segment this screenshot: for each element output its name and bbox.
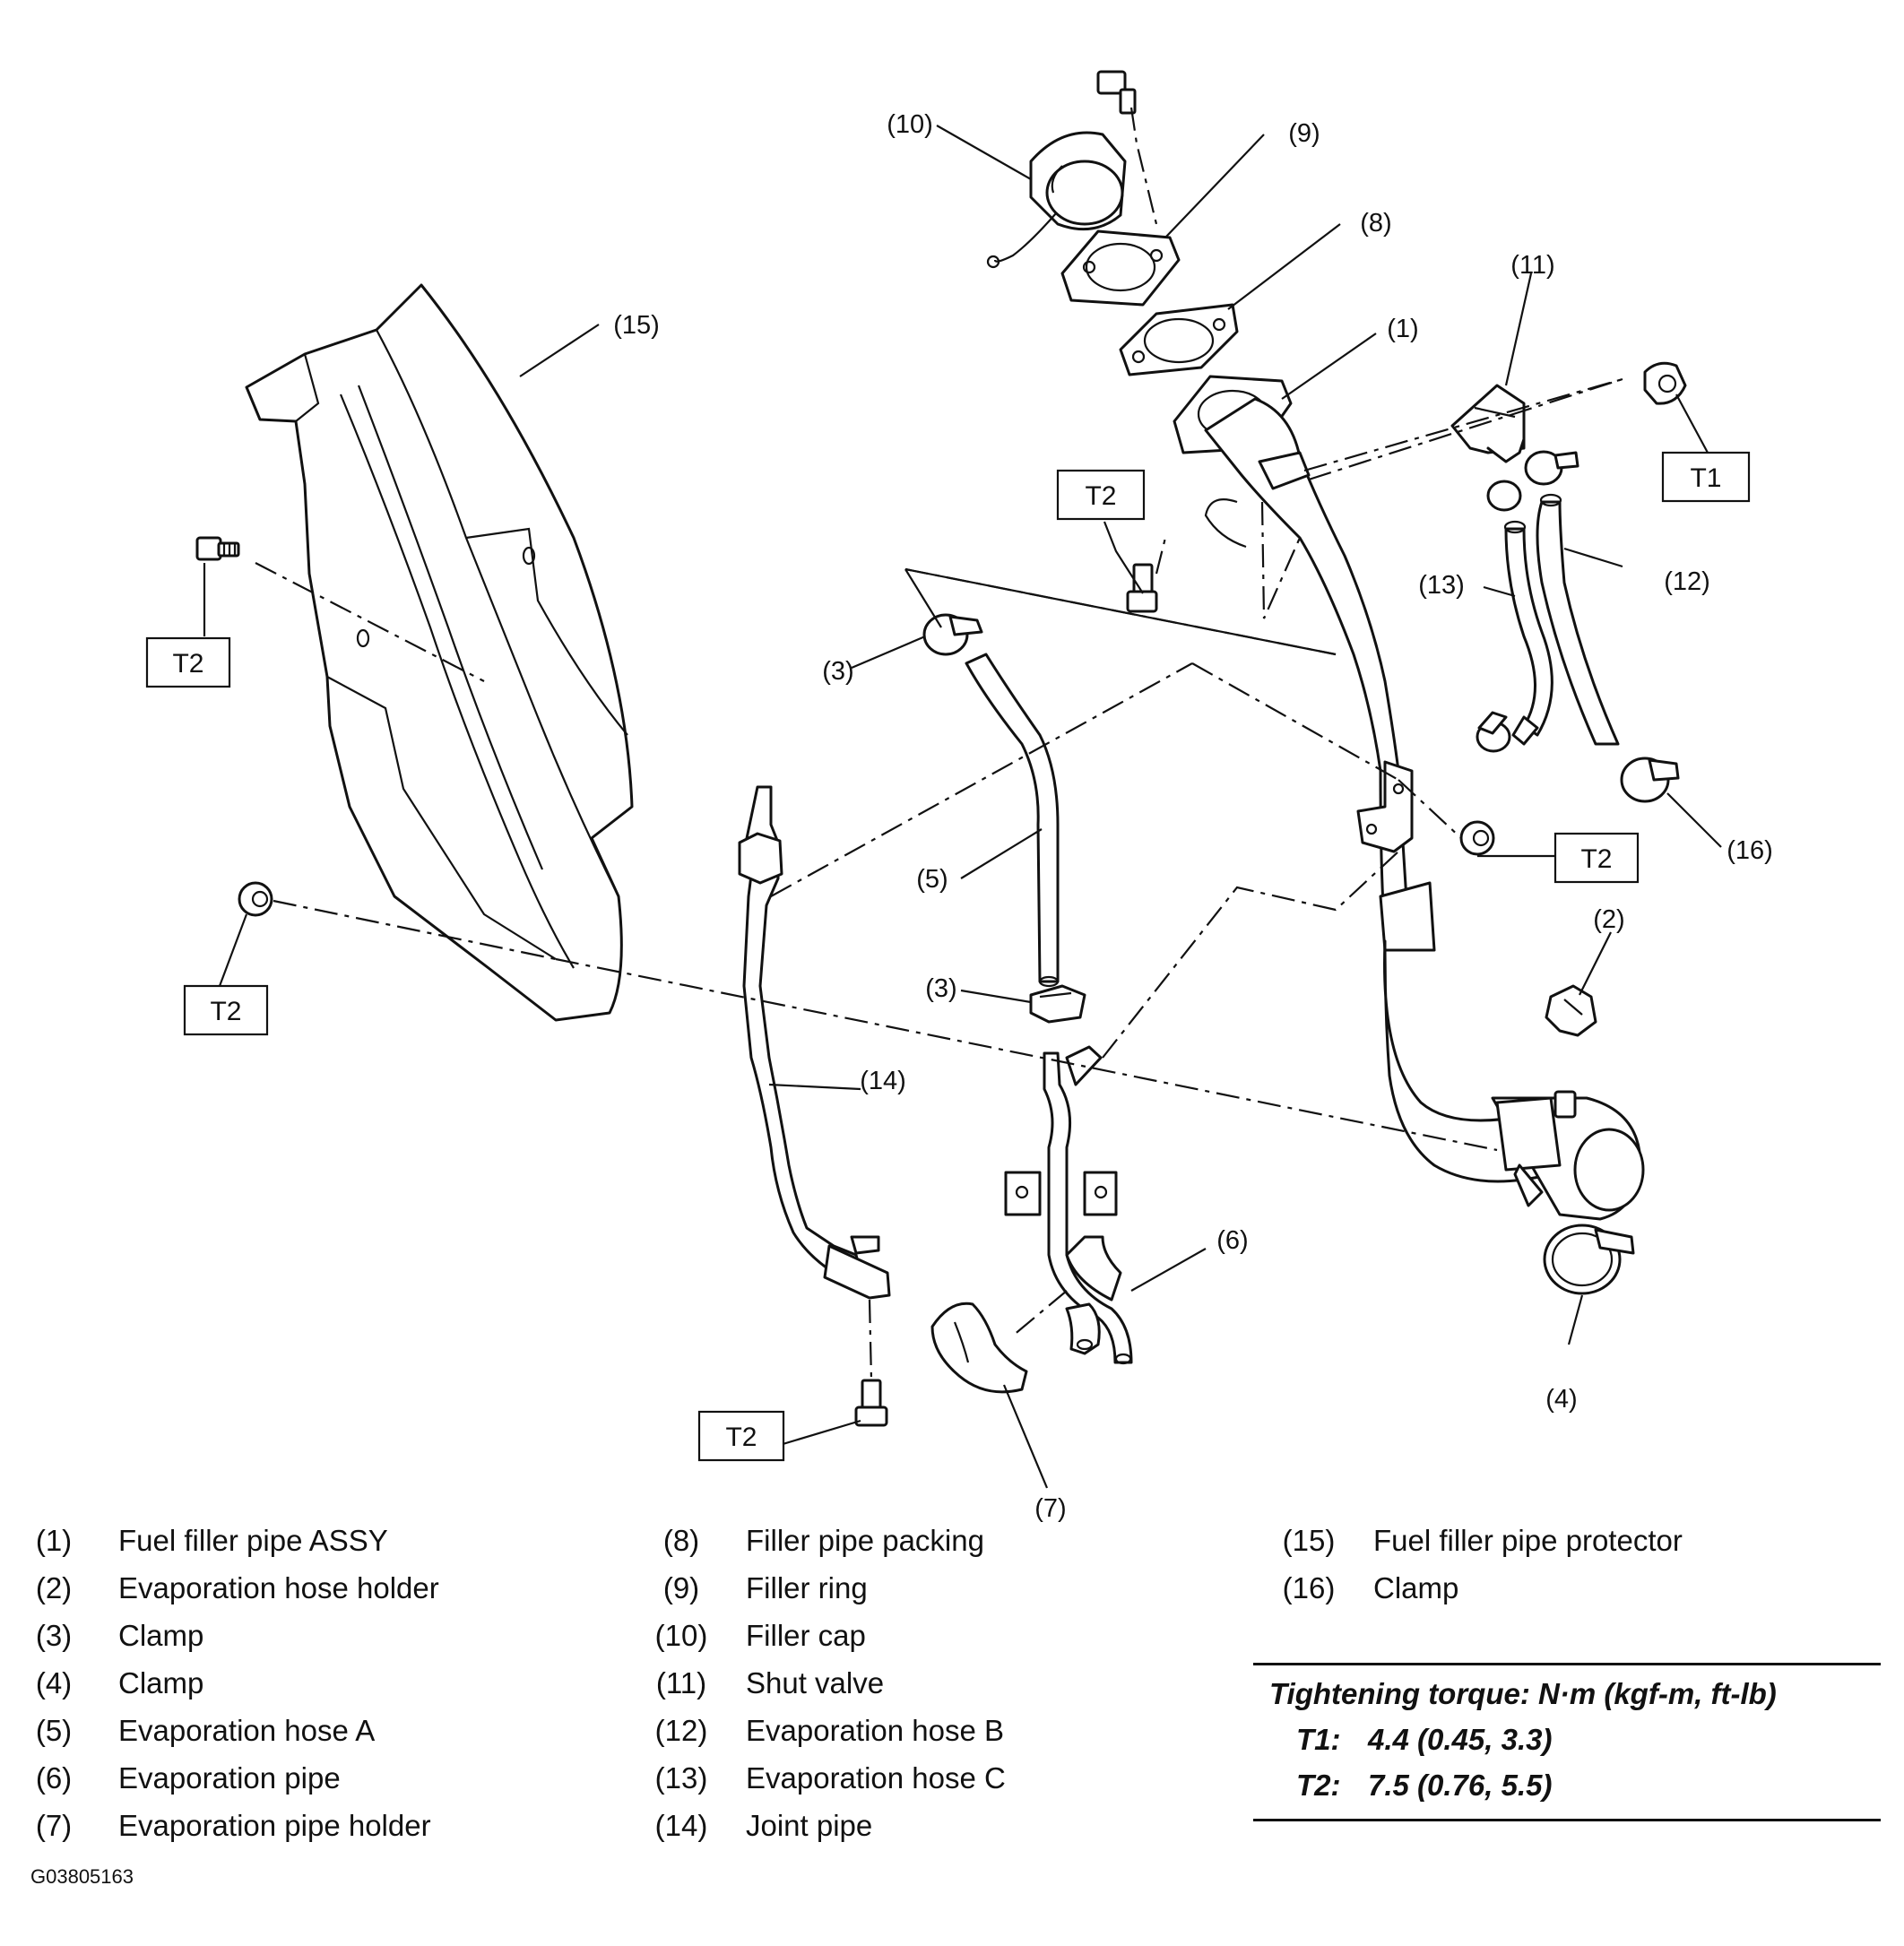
callout-12: (12) bbox=[1664, 567, 1710, 596]
callout-9: (9) bbox=[1288, 119, 1320, 148]
torque-label-t2-left-nut: T2 bbox=[210, 997, 241, 1026]
legend-label: Fuel filler pipe protector bbox=[1373, 1524, 1683, 1557]
assembly-lines bbox=[255, 107, 1623, 1381]
torque-key: T1: bbox=[1296, 1723, 1341, 1756]
legend-number: (8) bbox=[662, 1524, 700, 1557]
legend-number: (15) bbox=[1282, 1524, 1336, 1557]
fuel-filler-pipe-protector bbox=[245, 283, 634, 1022]
legend-label: Clamp bbox=[118, 1619, 204, 1652]
callout-7: (7) bbox=[1034, 1494, 1066, 1523]
callout-13: (13) bbox=[1418, 571, 1465, 600]
top-bolt bbox=[1096, 70, 1137, 115]
t1-nut bbox=[1643, 361, 1687, 405]
legend-label: Evaporation hose B bbox=[746, 1714, 1005, 1747]
clamp-3-top bbox=[922, 613, 983, 656]
left-nut bbox=[238, 881, 273, 917]
legend-number: (2) bbox=[35, 1571, 73, 1604]
torque-label-t1: T1 bbox=[1690, 463, 1721, 493]
legend-number: (11) bbox=[655, 1666, 707, 1700]
callout-10: (10) bbox=[887, 110, 933, 139]
torque-box-t2-right-nut bbox=[1553, 832, 1640, 884]
torque-label-t2-left-bolt: T2 bbox=[172, 649, 203, 679]
legend-label: Shut valve bbox=[746, 1666, 885, 1700]
legend-number: (14) bbox=[654, 1809, 708, 1842]
evaporation-hose-c bbox=[1503, 520, 1553, 746]
legend-label: Filler cap bbox=[746, 1619, 866, 1652]
callout-15: (15) bbox=[613, 311, 660, 340]
tightening-torque-table: Tightening torque: N·m (kgf-m, ft-lb) T1… bbox=[1253, 1663, 1881, 1821]
torque-row-t2: T2: 7.5 (0.76, 5.5) bbox=[1253, 1762, 1881, 1808]
legend-number: (7) bbox=[35, 1809, 73, 1842]
callout-14: (14) bbox=[860, 1067, 906, 1095]
legend-number: (10) bbox=[654, 1619, 708, 1652]
clamp-3-lower bbox=[1029, 984, 1086, 1024]
clamp-top-right bbox=[1524, 450, 1579, 486]
bracket-line bbox=[904, 567, 1337, 656]
torque-box-t2-center bbox=[1056, 469, 1146, 521]
torque-box-t2-bottom bbox=[697, 1410, 785, 1462]
torque-label-t2-right-nut: T2 bbox=[1580, 844, 1612, 874]
evaporation-pipe-holder bbox=[930, 1302, 1028, 1394]
center-bolt bbox=[1126, 563, 1158, 613]
torque-table-title: Tightening torque: N·m (kgf-m, ft-lb) bbox=[1269, 1677, 1777, 1710]
legend-number: (5) bbox=[35, 1714, 73, 1747]
callout-16: (16) bbox=[1727, 836, 1773, 865]
torque-key: T2: bbox=[1296, 1769, 1341, 1802]
legend-label: Joint pipe bbox=[746, 1809, 873, 1842]
torque-value: 7.5 (0.76, 5.5) bbox=[1368, 1769, 1553, 1802]
legend-label: Evaporation hose holder bbox=[118, 1571, 439, 1604]
legend-number: (13) bbox=[654, 1761, 708, 1795]
legend-label: Evaporation hose A bbox=[118, 1714, 376, 1747]
clamp-lower-right bbox=[1476, 480, 1522, 753]
joint-pipe bbox=[738, 785, 891, 1427]
callout-6: (6) bbox=[1216, 1226, 1248, 1255]
shut-valve bbox=[1450, 384, 1526, 463]
filler-cap bbox=[986, 131, 1127, 269]
callout-2: (2) bbox=[1593, 905, 1624, 934]
callout-3-top: (3) bbox=[822, 657, 853, 686]
legend-number: (9) bbox=[662, 1571, 700, 1604]
torque-label-t2-bottom: T2 bbox=[725, 1423, 757, 1452]
left-bolt bbox=[195, 536, 240, 561]
legend-label: Evaporation hose C bbox=[746, 1761, 1006, 1795]
evaporation-hose-a bbox=[965, 653, 1060, 988]
legend-number: (4) bbox=[35, 1666, 73, 1700]
legend-number: (6) bbox=[35, 1761, 73, 1795]
torque-row-t1: T1: 4.4 (0.45, 3.3) bbox=[1253, 1717, 1881, 1762]
legend-label: Fuel filler pipe ASSY bbox=[118, 1524, 388, 1557]
callout-8: (8) bbox=[1360, 209, 1391, 238]
evaporation-pipe bbox=[1004, 1045, 1133, 1365]
torque-box-t1 bbox=[1661, 451, 1751, 503]
torque-value: 4.4 (0.45, 3.3) bbox=[1368, 1723, 1553, 1756]
legend-number: (16) bbox=[1282, 1571, 1336, 1604]
clamp-4 bbox=[1543, 1224, 1635, 1295]
callout-4: (4) bbox=[1545, 1385, 1577, 1414]
filler-pipe-packing bbox=[1119, 303, 1239, 376]
torque-label-t2-center: T2 bbox=[1085, 481, 1116, 511]
callout-1: (1) bbox=[1387, 315, 1418, 343]
figure-code: G03805163 bbox=[30, 1865, 134, 1888]
legend-number: (1) bbox=[35, 1524, 73, 1557]
callout-5: (5) bbox=[916, 865, 948, 894]
right-nut bbox=[1459, 820, 1495, 856]
filler-ring bbox=[1060, 229, 1181, 307]
clamp-16 bbox=[1620, 757, 1680, 803]
legend-number: (12) bbox=[654, 1714, 708, 1747]
evaporation-hose-b bbox=[1536, 493, 1620, 746]
torque-box-t2-left-nut bbox=[183, 984, 269, 1036]
exploded-parts-diagram: T2 T2 T2 T1 T2 T2 (10) (9) (8) (11) (1) … bbox=[145, 70, 1773, 1523]
legend-number: (3) bbox=[35, 1619, 73, 1652]
legend-label: Evaporation pipe bbox=[118, 1761, 341, 1795]
leader-lines bbox=[203, 125, 1722, 1489]
evaporation-hose-holder bbox=[1545, 984, 1597, 1037]
legend-label: Clamp bbox=[1373, 1571, 1459, 1604]
legend-label: Clamp bbox=[118, 1666, 204, 1700]
callout-3-lower: (3) bbox=[925, 974, 956, 1003]
legend-label: Filler pipe packing bbox=[746, 1524, 984, 1557]
fuel-filler-pipe-assy bbox=[1173, 375, 1645, 1221]
legend-label: Filler ring bbox=[746, 1571, 868, 1604]
callout-11: (11) bbox=[1510, 251, 1554, 280]
torque-box-t2-left-bolt bbox=[145, 636, 231, 688]
legend-label: Evaporation pipe holder bbox=[118, 1809, 431, 1842]
